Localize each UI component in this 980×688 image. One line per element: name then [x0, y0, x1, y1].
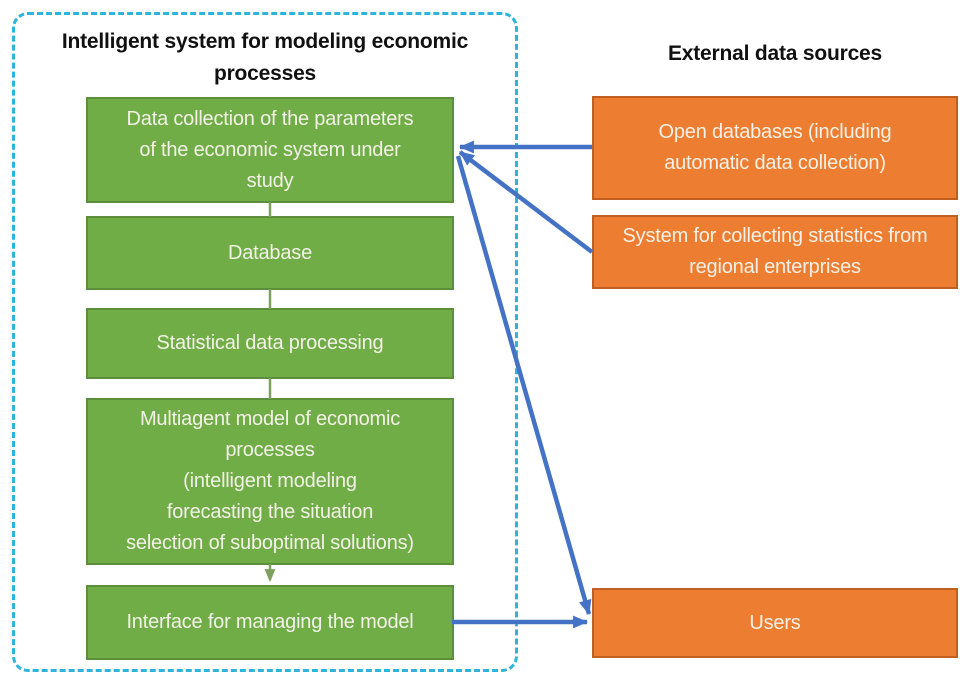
node-data-collection: Data collection of the parameters of the… — [86, 97, 454, 203]
node-model-interface: Interface for managing the model — [86, 585, 454, 660]
node-statistical-processing: Statistical data processing — [86, 308, 454, 379]
left-panel-title: Intelligent system for modeling economic… — [61, 30, 469, 85]
right-panel-title: External data sources — [667, 42, 883, 65]
node-open-databases: Open databases (including automatic data… — [592, 96, 958, 200]
node-users: Users — [592, 588, 958, 658]
node-database: Database — [86, 216, 454, 290]
node-statistics-system: System for collecting statistics from re… — [592, 215, 958, 289]
node-multiagent-model: Multiagent model of economic processes (… — [86, 398, 454, 565]
